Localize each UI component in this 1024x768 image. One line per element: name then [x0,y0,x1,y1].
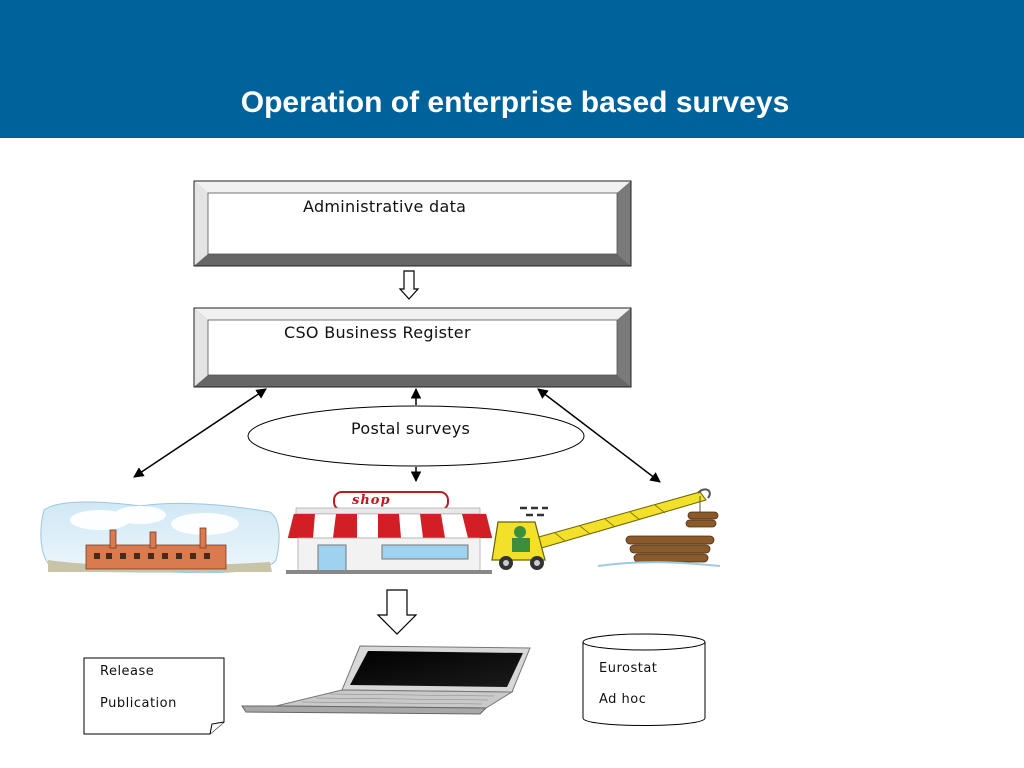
shop-icon [286,491,493,574]
postal-surveys-label: Postal surveys [351,419,471,438]
eurostat-label: Eurostat [599,661,658,676]
administrative-data-label: Administrative data [303,197,467,216]
business-register-label: CSO Business Register [284,323,471,342]
forklift-crane-icon [491,488,721,570]
release-label: Release [100,664,155,679]
publication-label: Publication [100,696,177,711]
slide-header: Operation of enterprise based surveys [0,0,1024,138]
page-title: Operation of enterprise based surveys [240,86,790,119]
arrow-register-factory [133,388,267,478]
down-arrow-large-icon [376,589,418,635]
down-arrow-icon [398,270,420,300]
shop-sign-label: shop [352,493,391,508]
database-icon [582,633,706,726]
factory-icon [40,501,280,574]
ad-hoc-label: Ad hoc [599,692,647,707]
administrative-data-box [193,180,632,267]
business-register-box [193,307,632,388]
laptop-icon [241,645,531,715]
arrow-register-crane [537,388,661,483]
